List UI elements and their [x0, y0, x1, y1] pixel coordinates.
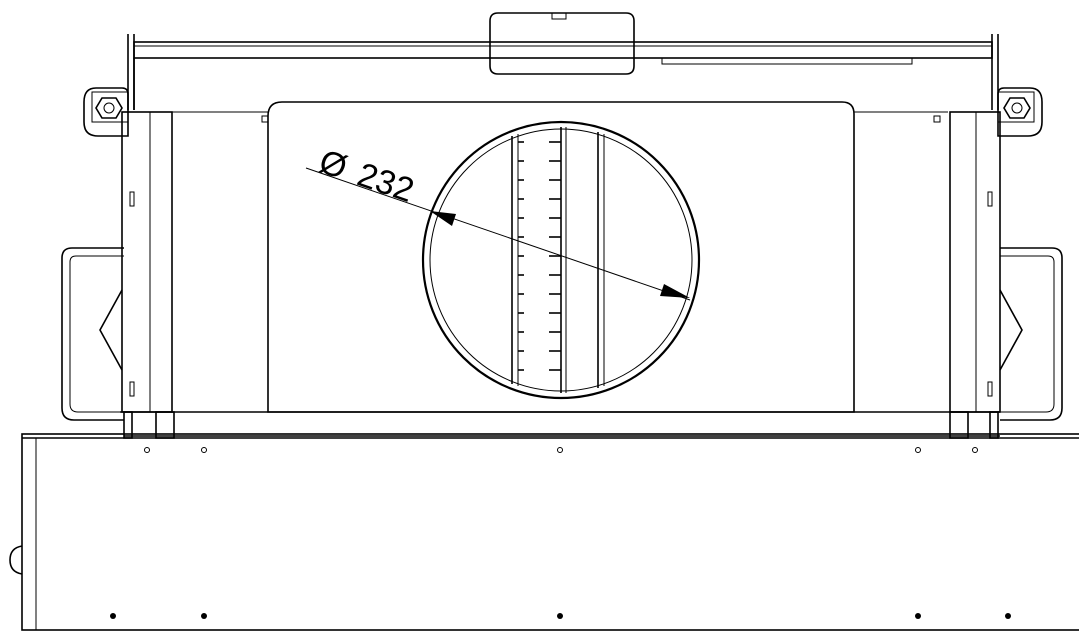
mounting-hole — [1005, 613, 1011, 619]
right-hanger-nut — [997, 87, 1043, 137]
mounting-hole — [201, 447, 207, 453]
diameter-dimension: Ø232 — [305, 142, 691, 301]
lower-housing — [9, 411, 1079, 631]
damper-tick-marks — [549, 141, 561, 371]
top-connector-box — [489, 12, 635, 75]
damper-tick-marks — [518, 141, 524, 371]
mounting-hole — [557, 447, 563, 453]
duct-connector — [421, 120, 701, 400]
mounting-hole — [144, 447, 150, 453]
top-rail — [127, 34, 999, 110]
dimension-label: Ø232 — [314, 142, 418, 210]
diameter-value: 232 — [353, 156, 419, 210]
diameter-symbol: Ø — [314, 142, 351, 187]
mounting-hole — [110, 613, 116, 619]
mounting-hole — [915, 447, 921, 453]
left-hanger-nut — [83, 87, 129, 137]
mounting-hole — [972, 447, 978, 453]
mounting-hole — [915, 613, 921, 619]
right-side-bracket — [949, 111, 1063, 439]
central-panel — [172, 101, 948, 413]
left-side-bracket — [61, 111, 175, 439]
mounting-hole — [557, 613, 563, 619]
dimension-arrowhead — [660, 284, 690, 298]
dimension-arrowhead — [430, 211, 456, 226]
mounting-hole — [201, 613, 207, 619]
